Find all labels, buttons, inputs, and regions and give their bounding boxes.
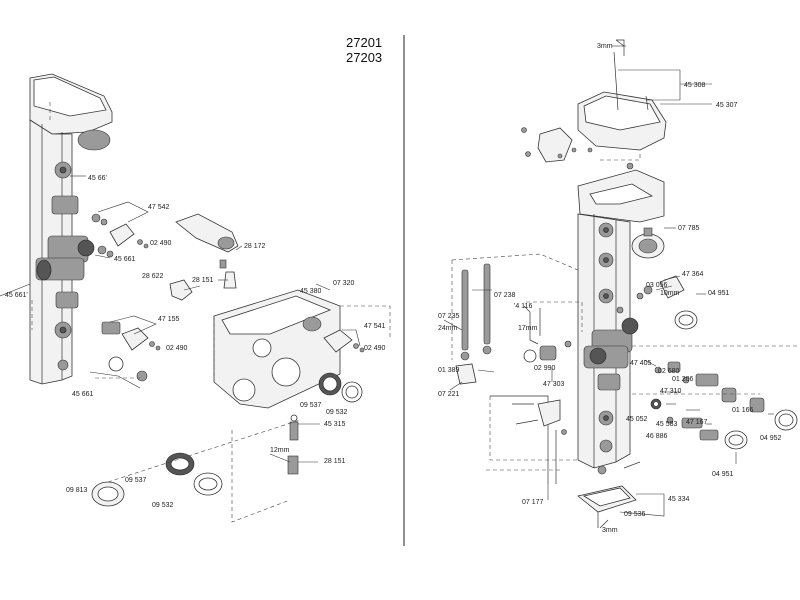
label-10mm: 10mm: [660, 290, 680, 297]
label-09532b: 09 532: [152, 502, 174, 509]
model-number-27201: 27201: [346, 35, 382, 50]
label-12mm: 12mm: [270, 447, 290, 454]
label-04951a: 04 951: [708, 290, 730, 297]
label-45308: 45 308: [684, 82, 706, 89]
label-17mm: 17mm: [518, 325, 538, 332]
right-shower-panel: [577, 91, 667, 469]
label-45661b: 45 661: [114, 256, 136, 263]
label-45661d: 45 661: [72, 391, 94, 398]
label-07177: 07 177: [522, 499, 544, 506]
right-leader-lines: [443, 45, 774, 517]
label-45052: 45 052: [626, 416, 648, 423]
label-24mm: 24mm: [438, 325, 458, 332]
label-02490b: 02 490: [166, 345, 188, 352]
label-09537a: 09 537: [300, 402, 322, 409]
label-01166: 01 166: [732, 407, 754, 414]
right-parts-middle: [523, 301, 583, 363]
label-47364: 47 364: [682, 271, 704, 278]
label-09532a: 09 532: [326, 409, 348, 416]
label-3mm-bottom: 3mm: [602, 527, 618, 534]
left-parts-cluster: [91, 213, 161, 382]
label-02680: 02 680: [658, 368, 680, 375]
label-02490a: 02 490: [150, 240, 172, 247]
label-02990: 02 990: [534, 365, 556, 372]
label-47542: 47 542: [148, 204, 170, 211]
hose-connector: [269, 414, 299, 475]
left-body-housing: [213, 289, 391, 409]
right-hoses: [451, 253, 579, 385]
label-07221: 07 221: [438, 391, 460, 398]
right-top-parts: [521, 39, 649, 170]
label-09813: 09 813: [66, 487, 88, 494]
label-07238: 07 238: [494, 292, 516, 299]
label-07320: 07 320: [333, 280, 355, 287]
left-shower-panel: [29, 73, 113, 385]
label-46886: 46 886: [646, 433, 668, 440]
label-45334: 45 334: [668, 496, 690, 503]
right-cartridges: [632, 345, 800, 450]
label-47155: 47 155: [158, 316, 180, 323]
handle-47541: [323, 329, 353, 353]
label-28622: 28 622: [142, 273, 164, 280]
label-09536: 09 536: [624, 511, 646, 518]
label-28151a: 28 151: [192, 277, 214, 284]
label-47405: 47 405: [630, 360, 652, 367]
label-45583: 45 583: [656, 421, 678, 428]
label-28151b: 28 151: [324, 458, 346, 465]
right-parts-upper: [616, 275, 698, 330]
label-03056: 03 056: [646, 282, 668, 289]
left-leader-lines: [0, 175, 361, 463]
label-28172: 28 172: [244, 243, 266, 250]
right-head-shower: [631, 227, 665, 259]
label-02490c: 02 490: [364, 345, 386, 352]
label-45661c: 45 661': [5, 292, 28, 299]
label-47541: 47 541: [364, 323, 386, 330]
label-47310: 47 310: [660, 388, 682, 395]
label-01206: 01 206: [672, 376, 694, 383]
label-04952: 04 952: [760, 435, 782, 442]
label-09537b: 09 537: [125, 477, 147, 484]
label-07785: 07 785: [678, 225, 700, 232]
label-07235: 07 235: [438, 313, 460, 320]
label-47303: 47 303: [543, 381, 565, 388]
label-45380: 45 380: [300, 288, 322, 295]
label-3mm-top: 3mm: [597, 43, 613, 50]
bottom-rings-left: [91, 419, 301, 523]
label-45315: 45 315: [324, 421, 346, 428]
label-04951b: 04 951: [712, 471, 734, 478]
label-14116: '4 116: [514, 303, 532, 310]
label-45661a: 45 66': [88, 175, 107, 182]
model-number-27203: 27203: [346, 50, 382, 65]
label-01389: 01 389: [438, 367, 460, 374]
hand-shower: [169, 213, 239, 301]
right-bottom-parts: [486, 395, 641, 529]
label-47167: 47 167: [686, 419, 708, 426]
label-45307: 45 307: [716, 102, 738, 109]
